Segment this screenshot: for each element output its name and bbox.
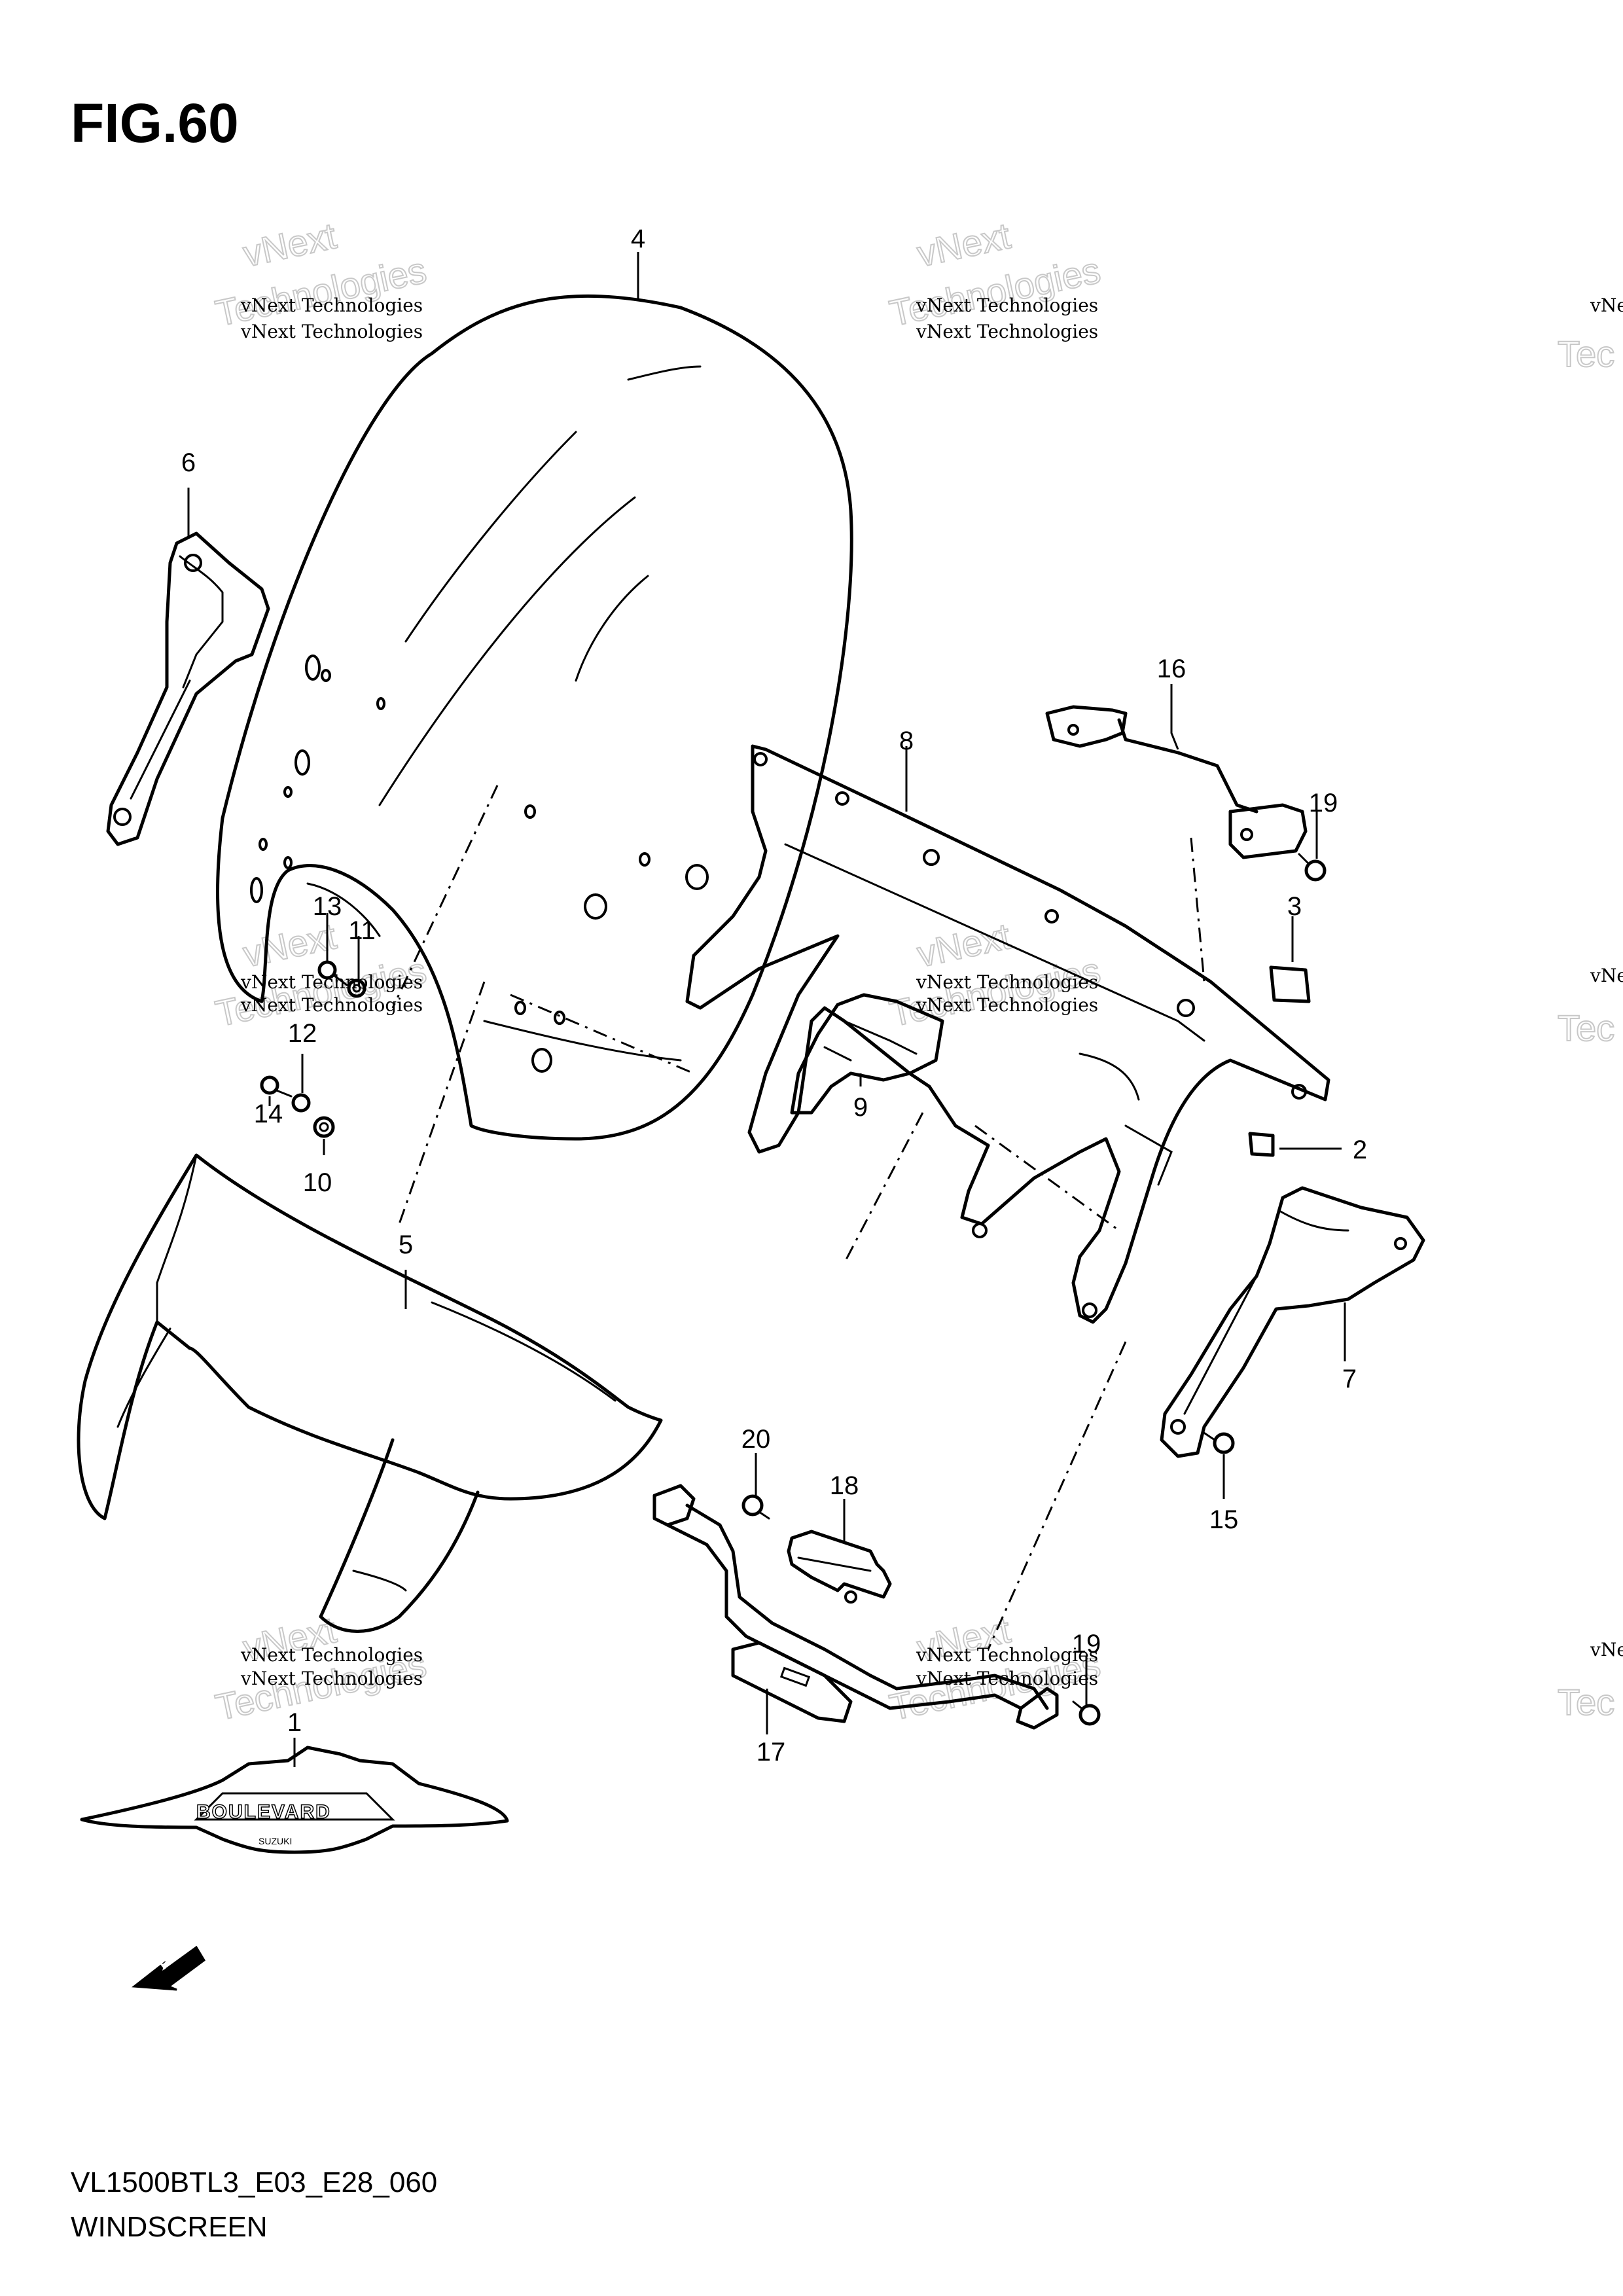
diagram-name: WINDSCREEN: [71, 2211, 268, 2243]
watermark-text-6: vNext Technologies: [916, 1644, 1098, 1666]
callout-8: 8: [899, 726, 914, 755]
watermark-text-5b: vNext Technologies: [240, 1668, 423, 1689]
emblem-text: BOULEVARD: [196, 1801, 331, 1823]
watermark-edge-big-1: Tec: [1558, 333, 1614, 374]
watermark-edge-big-2: Tec: [1558, 1007, 1614, 1049]
model-code: VL1500BTL3_E03_E28_060: [71, 2166, 438, 2198]
fwd-arrow-icon: FWD: [132, 1939, 205, 1991]
watermark-text-4b: vNext Technologies: [916, 994, 1098, 1016]
callout-19-lower: 19: [1072, 1630, 1101, 1659]
part-12-grommet[interactable]: [291, 1093, 311, 1113]
watermark-text-1b: vNext Technologies: [240, 321, 423, 342]
watermark-text-1: vNext Technologies: [240, 295, 423, 316]
callout-1: 1: [287, 1708, 302, 1737]
part-19-bolt-upper[interactable]: [1298, 853, 1327, 882]
leader-lines: [187, 252, 1346, 1767]
callout-15: 15: [1209, 1505, 1239, 1534]
part-17-stay[interactable]: [652, 1484, 1059, 1730]
watermarks: vNext Technologies vNext Technologies vN…: [211, 214, 1623, 1729]
callout-19-upper: 19: [1309, 789, 1338, 817]
callout-16: 16: [1157, 655, 1186, 683]
callout-20: 20: [741, 1425, 771, 1454]
part-6-left-brace[interactable]: [106, 531, 270, 846]
watermark-text-4: vNext Technologies: [916, 971, 1098, 993]
assembly-lines: [391, 785, 1205, 1650]
part-20-bolt[interactable]: [741, 1494, 770, 1520]
callout-11: 11: [348, 916, 376, 945]
callout-12: 12: [288, 1019, 317, 1048]
part-14-bolt[interactable]: [260, 1075, 293, 1098]
part-1-emblem[interactable]: BOULEVARD SUZUKI: [80, 1746, 509, 1854]
callout-3: 3: [1287, 892, 1302, 921]
callout-9: 9: [853, 1093, 868, 1122]
part-18-clamp[interactable]: [787, 1530, 892, 1604]
callout-7: 7: [1342, 1365, 1357, 1393]
part-3-cushion[interactable]: [1269, 965, 1311, 1003]
callout-14: 14: [254, 1100, 283, 1128]
watermark-edge-2: vNe: [1590, 965, 1623, 986]
callout-4: 4: [631, 224, 645, 253]
watermark-edge-3: vNe: [1590, 1639, 1623, 1660]
callout-6: 6: [181, 448, 196, 477]
callout-10: 10: [303, 1168, 332, 1197]
figure-title: FIG.60: [71, 92, 239, 154]
part-11-washer[interactable]: [347, 978, 366, 998]
part-4-windscreen[interactable]: [216, 294, 853, 1141]
part-9-plate[interactable]: [790, 993, 944, 1115]
watermark-edge-big-3: Tec: [1558, 1681, 1614, 1723]
callout-13: 13: [313, 892, 342, 921]
callout-numbers: 4 6 8 16 19 3 2 7 9 13 11 12 14 10 5 15 …: [181, 224, 1367, 1767]
callout-17: 17: [757, 1738, 786, 1767]
watermark-big-3: vNext: [914, 215, 1014, 274]
watermark-big-5: vNext: [240, 915, 340, 975]
watermark-edge-1: vNe: [1590, 295, 1623, 316]
part-5-garnish[interactable]: [77, 1153, 663, 1633]
part-2-cushion[interactable]: [1248, 1132, 1275, 1157]
watermark-text-2: vNext Technologies: [916, 295, 1098, 316]
emblem-subtext: SUZUKI: [259, 1836, 292, 1846]
part-8-bracket[interactable]: [685, 744, 1330, 1324]
watermark-text-3b: vNext Technologies: [240, 994, 423, 1016]
part-15-bolt[interactable]: [1202, 1431, 1235, 1454]
callout-18: 18: [830, 1471, 859, 1500]
part-10-washer[interactable]: [313, 1116, 335, 1138]
watermark-text-5: vNext Technologies: [240, 1644, 423, 1666]
callout-5: 5: [399, 1230, 413, 1259]
watermark-text-2b: vNext Technologies: [916, 321, 1098, 342]
part-16-stay[interactable]: [1045, 705, 1308, 859]
part-7-right-brace[interactable]: [1160, 1186, 1425, 1458]
watermark-big-1: vNext: [240, 215, 340, 274]
callout-2: 2: [1353, 1136, 1367, 1164]
part-19-bolt-lower[interactable]: [1072, 1700, 1101, 1726]
